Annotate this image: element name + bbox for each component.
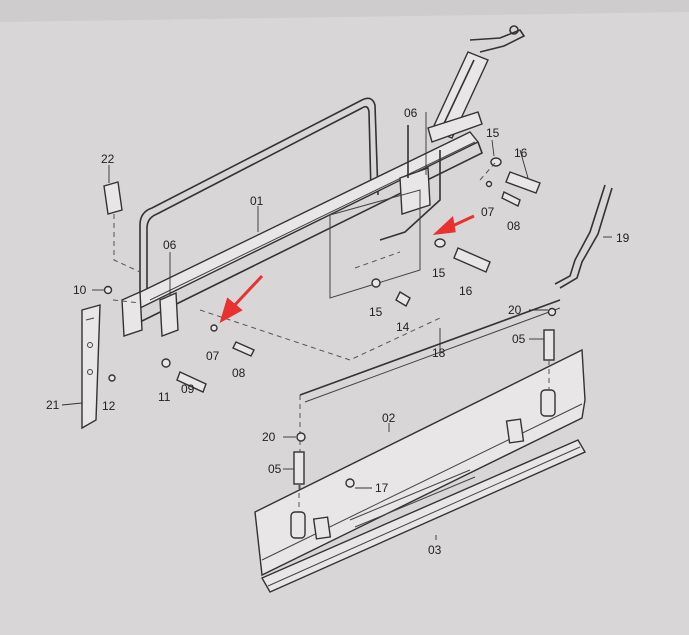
callout-16-bottom: 16 [459, 284, 473, 298]
page-top-edge [0, 0, 689, 22]
latch-05-right [540, 329, 556, 417]
callout-16-top: 16 [514, 146, 528, 160]
fasteners [103, 157, 557, 488]
callout-07-left: 07 [206, 349, 220, 363]
crank-jack [427, 25, 526, 143]
panel-02 [254, 348, 586, 577]
callout-12: 12 [102, 399, 116, 413]
callout-labels: 01 02 03 05 05 06 06 07 07 08 08 09 10 1… [46, 106, 630, 557]
red-arrow-to-07-left [219, 274, 264, 324]
callout-22: 22 [101, 152, 115, 166]
callout-06-right: 06 [404, 106, 418, 120]
clip-22 [103, 181, 141, 273]
mounting-plate [329, 189, 421, 299]
callout-19: 19 [616, 231, 630, 245]
callout-15-bottom: 15 [369, 305, 383, 319]
callout-21: 21 [46, 398, 60, 412]
callout-14: 14 [396, 320, 410, 334]
callout-20-right: 20 [508, 303, 522, 317]
assembly-lines [112, 162, 496, 361]
callout-01: 01 [250, 194, 264, 208]
callout-03: 03 [428, 543, 442, 557]
strip-03 [261, 439, 586, 593]
callout-10: 10 [73, 283, 87, 297]
callout-05-right: 05 [512, 332, 526, 346]
callout-08-left: 08 [232, 366, 246, 380]
callout-15-middle: 15 [432, 266, 446, 280]
red-arrow-to-07-right [432, 214, 475, 236]
frame-01 [121, 97, 483, 337]
panel-18 [299, 299, 561, 490]
bracket-21 [81, 304, 101, 430]
leader-lines [61, 112, 612, 540]
latch-05-left [290, 451, 306, 539]
callout-05-left: 05 [268, 462, 282, 476]
callout-07-right: 07 [481, 205, 495, 219]
callout-06-left: 06 [163, 238, 177, 252]
callout-15-top: 15 [486, 126, 500, 140]
callout-17: 17 [375, 481, 389, 495]
callout-08-right: 08 [507, 219, 521, 233]
callout-09: 09 [181, 382, 195, 396]
rod-19 [554, 184, 613, 289]
callout-20-left: 20 [262, 430, 276, 444]
callout-18: 18 [432, 346, 446, 360]
callout-02: 02 [382, 411, 396, 425]
callout-11: 11 [158, 390, 171, 404]
